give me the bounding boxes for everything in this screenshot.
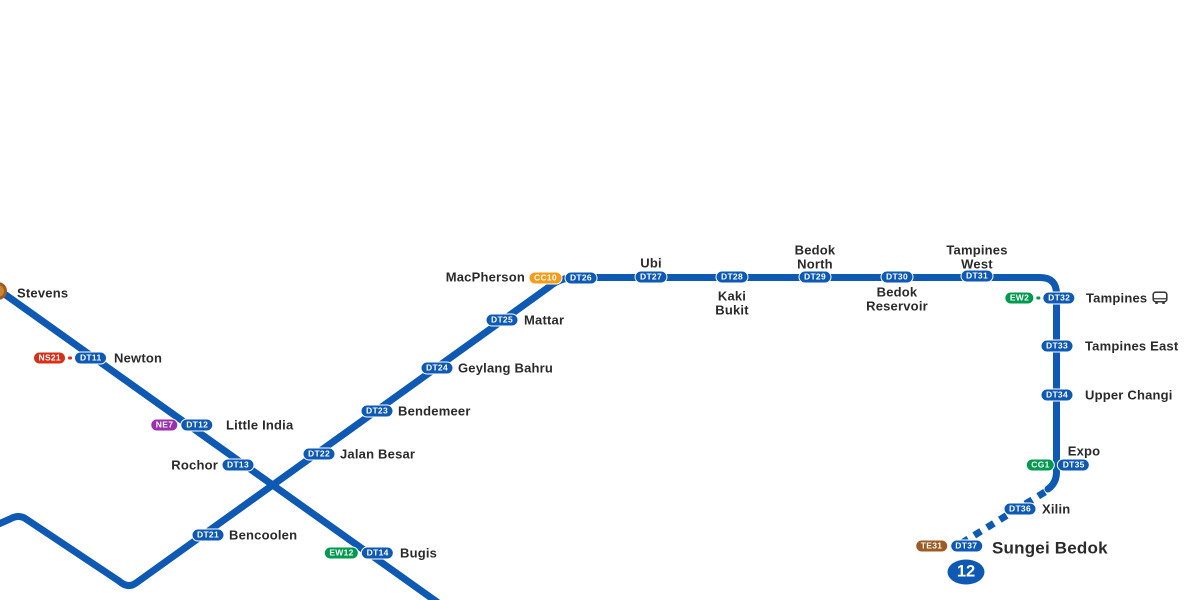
- station-label: Ubi: [640, 256, 662, 270]
- station-label-text: Bedok Reservoir: [866, 284, 928, 313]
- station-badge: DT21: [191, 528, 225, 542]
- station-badge: DT25: [485, 313, 519, 327]
- station-code-pill: EW12: [323, 546, 360, 560]
- station-label: Little India: [226, 418, 293, 432]
- station-badge: DT13: [221, 458, 255, 472]
- station-code-pill: NE7: [150, 418, 179, 432]
- station-label-text: Ubi: [640, 255, 662, 271]
- station-code-pill: NS21: [33, 351, 67, 365]
- bus-icon: [1152, 291, 1168, 305]
- station-label: Mattar: [524, 313, 564, 327]
- station-badge: EW2 DT32: [1004, 291, 1076, 305]
- station-label: Stevens: [17, 286, 68, 300]
- station-badge: DT27: [634, 270, 668, 284]
- station-code-pill: DT22: [302, 447, 336, 461]
- station-label-text: Bedok North: [794, 242, 836, 271]
- station-badge: DT34: [1040, 388, 1074, 402]
- station-label: Tampines East: [1085, 339, 1178, 353]
- station-code-pill: DT35: [1057, 458, 1091, 472]
- station-code-pill: TE31: [915, 539, 948, 553]
- station-code-pill: DT28: [715, 270, 749, 284]
- station-code-pill: DT12: [180, 418, 214, 432]
- station-label-text: Newton: [114, 350, 163, 366]
- station-code-pill: DT13: [221, 458, 255, 472]
- station-label: Bedok Reservoir: [866, 284, 928, 313]
- station-code-pill: DT27: [634, 270, 668, 284]
- map-grid-number-marker: 12: [947, 559, 985, 585]
- station-label: Rochor: [171, 458, 218, 472]
- station-label: Newton: [114, 351, 162, 365]
- station-code-pill: DT37: [949, 539, 983, 553]
- station-code-pill: DT31: [960, 269, 994, 283]
- station-label-text: Little India: [226, 417, 294, 433]
- station-code-pill: DT29: [798, 270, 832, 284]
- station-label: Expo: [1068, 444, 1101, 458]
- interchange-link-dash: [1036, 296, 1041, 300]
- station-code-pill: CG1: [1025, 458, 1056, 472]
- station-label-text: Jalan Besar: [340, 446, 416, 462]
- station-code-pill: DT11: [74, 351, 107, 365]
- station-badge: DT29: [798, 270, 832, 284]
- station-badge: NS21 DT11: [33, 351, 107, 365]
- station-code-pill: DT33: [1040, 339, 1074, 353]
- station-label: Bendemeer: [398, 404, 471, 418]
- station-label: Kaki Bukit: [715, 288, 749, 317]
- station-code-pill: DT26: [564, 271, 598, 285]
- station-label: MacPherson: [446, 270, 525, 284]
- station-label-text: Bendemeer: [398, 403, 471, 419]
- station-label-text: Rochor: [171, 457, 218, 473]
- station-badge: DT24: [420, 361, 454, 375]
- station-label-text: MacPherson: [445, 269, 525, 285]
- station-label-text: Bencoolen: [229, 527, 298, 543]
- station-code-pill: DT24: [420, 361, 454, 375]
- station-label-text: Tampines: [1086, 290, 1148, 306]
- station-label: Jalan Besar: [340, 447, 415, 461]
- station-badge: DT23: [360, 404, 394, 418]
- station-label: Bencoolen: [229, 528, 297, 542]
- station-label: Upper Changi: [1085, 388, 1173, 402]
- station-code-pill: DT32: [1042, 291, 1076, 305]
- station-label: Xilin: [1042, 502, 1070, 516]
- station-label-text: Mattar: [524, 312, 565, 328]
- station-label-text: Tampines West: [946, 242, 1008, 271]
- station-label-text: Bugis: [400, 545, 438, 561]
- station-label-text: Sungei Bedok: [992, 538, 1108, 558]
- station-badge: DT28: [715, 270, 749, 284]
- station-code-pill: DT23: [360, 404, 394, 418]
- station-code-pill: CC10: [528, 271, 563, 285]
- station-code-pill: DT34: [1040, 388, 1074, 402]
- interchange-link-dash: [68, 356, 73, 360]
- station-label-text: Stevens: [17, 285, 69, 301]
- station-code-pill: DT25: [485, 313, 519, 327]
- station-badge: DT33: [1040, 339, 1074, 353]
- station-label-text: Upper Changi: [1085, 387, 1173, 403]
- station-label-text: Xilin: [1042, 501, 1071, 517]
- station-badge: DT36: [1003, 502, 1037, 516]
- station-code-pill: DT14: [361, 546, 395, 560]
- station-badge: DT31: [960, 269, 994, 283]
- station-label: Sungei Bedok: [992, 538, 1108, 558]
- station-badge: DT30: [880, 270, 914, 284]
- station-label: Bugis: [400, 546, 437, 560]
- station-label-text: Kaki Bukit: [715, 288, 749, 317]
- station-label: Bedok North: [794, 242, 836, 271]
- station-code-pill: DT36: [1003, 502, 1037, 516]
- station-code-pill: DT30: [880, 270, 914, 284]
- station-code-pill: DT21: [191, 528, 225, 542]
- station-label: Tampines West: [946, 242, 1008, 271]
- station-label: Geylang Bahru: [458, 361, 553, 375]
- station-label: Tampines: [1086, 291, 1168, 305]
- station-label-text: Geylang Bahru: [458, 360, 554, 376]
- station-label-text: Expo: [1067, 443, 1101, 459]
- station-code-pill: EW2: [1004, 291, 1035, 305]
- station-label-text: Tampines East: [1085, 338, 1179, 354]
- station-badge: DT22: [302, 447, 336, 461]
